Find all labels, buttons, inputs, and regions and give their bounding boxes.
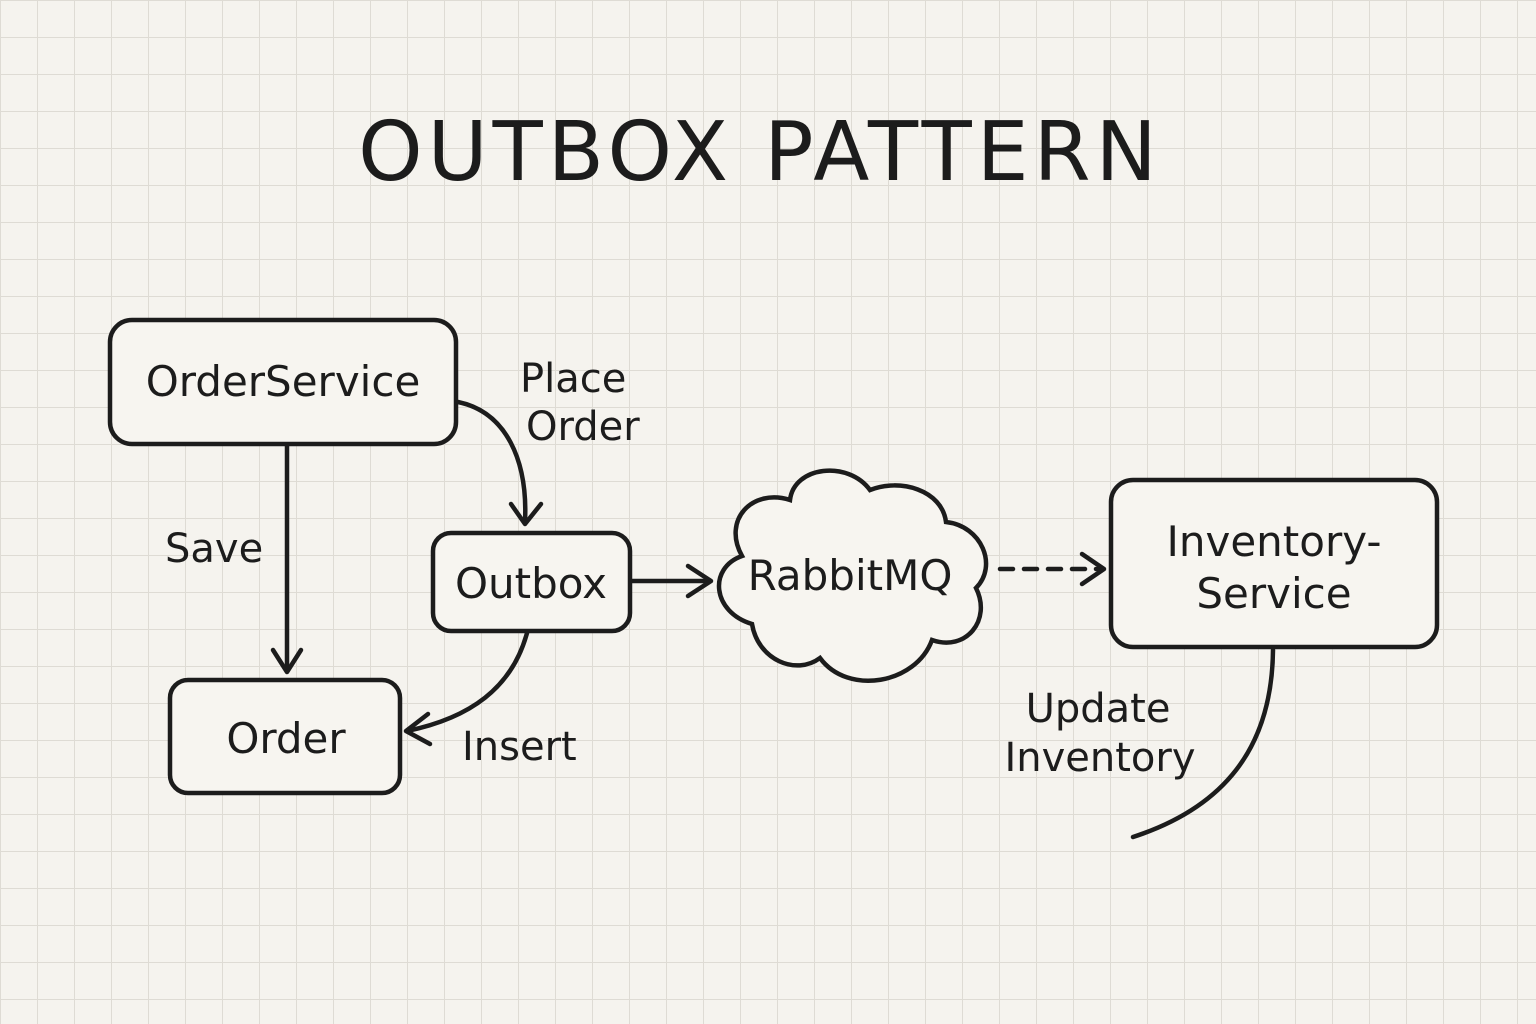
- save-label: Save: [165, 526, 263, 572]
- inventory-service-box: [1108, 477, 1440, 650]
- rabbitmq-cloud: [716, 468, 989, 683]
- update-inventory-label-line2: Inventory: [1004, 735, 1195, 781]
- order-node: Order: [167, 677, 403, 796]
- rabbitmq-node: RabbitMQ: [716, 468, 989, 683]
- place-order-arrow-line: [455, 399, 528, 525]
- outbox-label: Outbox: [455, 559, 607, 608]
- edge-place-order: Place Order: [455, 356, 640, 527]
- publish-arrowhead: [685, 563, 714, 599]
- insert-arrowhead: [403, 711, 433, 747]
- edge-consume: [997, 551, 1107, 587]
- diagram-title: OUTBOX PATTERN: [358, 105, 1162, 200]
- save-arrowhead: [270, 647, 304, 675]
- place-order-label-line1: Place: [520, 356, 626, 402]
- place-order-label-line2: Order: [526, 404, 640, 450]
- update-inventory-line: [1130, 647, 1276, 840]
- order-service-box: [107, 317, 459, 447]
- edge-update-inventory: Update Inventory: [1004, 647, 1276, 840]
- insert-arrow-line: [404, 630, 530, 734]
- edge-insert: Insert: [403, 630, 577, 770]
- order-service-node: OrderService: [107, 317, 459, 447]
- edge-publish: [629, 563, 714, 599]
- place-order-arrowhead: [508, 501, 544, 527]
- outbox-node: Outbox: [430, 530, 633, 634]
- rabbitmq-label: RabbitMQ: [748, 551, 953, 600]
- edge-save: Save: [165, 443, 304, 675]
- inventory-service-node: Inventory- Service: [1108, 477, 1440, 650]
- insert-label: Insert: [462, 724, 577, 770]
- inventory-service-label-line1: Inventory-: [1166, 517, 1381, 566]
- inventory-service-label-line2: Service: [1196, 569, 1351, 618]
- order-service-label: OrderService: [146, 357, 421, 406]
- consume-arrowhead: [1079, 551, 1107, 587]
- order-label: Order: [226, 714, 346, 763]
- order-box: [167, 677, 403, 796]
- update-inventory-label-line1: Update: [1026, 686, 1171, 732]
